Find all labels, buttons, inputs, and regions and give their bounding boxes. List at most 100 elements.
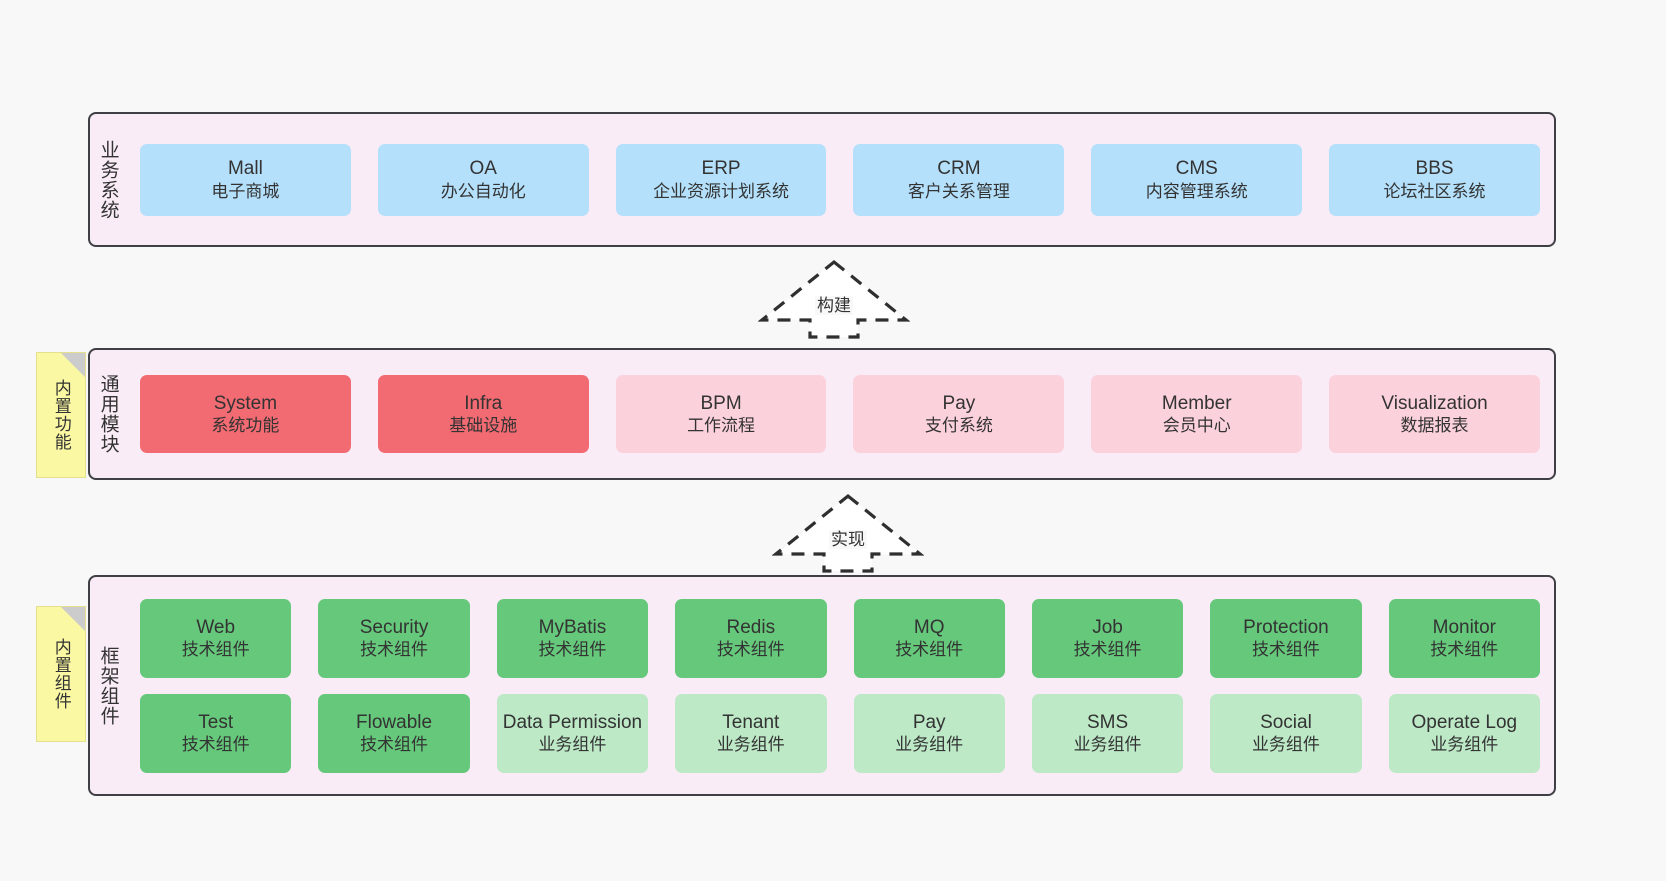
module-card-crm[interactable]: CRM 客户关系管理: [853, 143, 1065, 216]
module-card-member[interactable]: Member 会员中心: [1091, 375, 1303, 453]
module-card-mall[interactable]: Mall 电子商城: [140, 143, 351, 216]
module-card-subtitle: 办公自动化: [440, 181, 526, 201]
layer-title-common-modules: 通用模块: [97, 374, 119, 454]
layer-framework-components: 框架组件 Web 技术组件 Security 技术组件 MyBatis 技术组件…: [88, 575, 1556, 796]
component-card-monitor[interactable]: Monitor 技术组件: [1388, 598, 1540, 678]
module-card-name: System: [213, 392, 278, 414]
module-card-subtitle: 支付系统: [924, 416, 993, 436]
component-card-pay[interactable]: Pay 业务组件: [853, 693, 1005, 773]
module-card-name: Infra: [464, 392, 503, 414]
component-card-subtitle: 技术组件: [181, 735, 250, 755]
component-card-subtitle: 技术组件: [1430, 640, 1499, 660]
module-card-subtitle: 企业资源计划系统: [653, 181, 790, 201]
component-card-operate-log[interactable]: Operate Log 业务组件: [1388, 693, 1540, 773]
component-card-flowable[interactable]: Flowable 技术组件: [318, 693, 470, 773]
layer-row: Mall 电子商城 OA 办公自动化 ERP 企业资源计划系统 CRM 客户关系…: [140, 143, 1540, 216]
component-card-name: Monitor: [1432, 616, 1496, 638]
module-card-subtitle: 内容管理系统: [1145, 181, 1248, 201]
connector-build: 构建: [758, 258, 910, 340]
layer-body-common-modules: System 系统功能 Infra 基础设施 BPM 工作流程 Pay 支付系统…: [126, 350, 1554, 478]
module-card-name: ERP: [701, 158, 741, 179]
component-card-mybatis[interactable]: MyBatis 技术组件: [496, 598, 649, 678]
component-card-name: Security: [359, 616, 429, 638]
module-card-bbs[interactable]: BBS 论坛社区系统: [1329, 143, 1540, 216]
component-card-subtitle: 技术组件: [895, 640, 964, 660]
layer-body-business-systems: Mall 电子商城 OA 办公自动化 ERP 企业资源计划系统 CRM 客户关系…: [126, 114, 1554, 245]
module-card-subtitle: 客户关系管理: [907, 181, 1010, 201]
module-card-pay[interactable]: Pay 支付系统: [853, 375, 1065, 453]
module-card-cms[interactable]: CMS 内容管理系统: [1091, 143, 1303, 216]
component-card-web[interactable]: Web 技术组件: [140, 598, 292, 678]
module-card-name: CMS: [1175, 158, 1218, 179]
module-card-name: BPM: [700, 392, 742, 414]
component-card-sms[interactable]: SMS 业务组件: [1031, 693, 1184, 773]
component-card-security[interactable]: Security 技术组件: [318, 598, 470, 678]
component-card-subtitle: 技术组件: [538, 640, 607, 660]
module-card-infra[interactable]: Infra 基础设施: [377, 375, 589, 453]
module-card-subtitle: 基础设施: [449, 416, 518, 436]
component-card-name: Social: [1260, 711, 1312, 733]
component-card-name: Tenant: [722, 711, 780, 733]
layer-row: Web 技术组件 Security 技术组件 MyBatis 技术组件 Redi…: [140, 598, 1540, 678]
connector-implement: 实现: [772, 492, 924, 574]
layer-row: System 系统功能 Infra 基础设施 BPM 工作流程 Pay 支付系统…: [140, 375, 1540, 453]
component-card-subtitle: 技术组件: [716, 640, 785, 660]
component-card-tenant[interactable]: Tenant 业务组件: [675, 693, 827, 773]
module-card-erp[interactable]: ERP 企业资源计划系统: [615, 143, 827, 216]
sticky-note-label: 内置功能: [51, 379, 71, 451]
layer-business-systems: 业务系统 Mall 电子商城 OA 办公自动化 ERP 企业资源计划系统 CRM…: [88, 112, 1556, 247]
component-card-subtitle: 技术组件: [360, 735, 429, 755]
module-card-subtitle: 数据报表: [1400, 416, 1469, 436]
component-card-redis[interactable]: Redis 技术组件: [675, 598, 827, 678]
component-card-name: Web: [196, 616, 236, 638]
component-card-subtitle: 技术组件: [1073, 640, 1142, 660]
component-card-name: Test: [198, 711, 234, 733]
module-card-name: OA: [469, 158, 497, 179]
component-card-test[interactable]: Test 技术组件: [140, 693, 292, 773]
component-card-name: Data Permission: [502, 711, 643, 733]
component-card-data-permission[interactable]: Data Permission 业务组件: [496, 693, 649, 773]
layer-title-business-systems: 业务系统: [97, 139, 119, 220]
module-card-subtitle: 系统功能: [211, 416, 280, 436]
component-card-name: Operate Log: [1411, 711, 1518, 733]
module-card-subtitle: 电子商城: [211, 181, 280, 201]
module-card-oa[interactable]: OA 办公自动化: [377, 143, 589, 216]
module-card-subtitle: 论坛社区系统: [1383, 181, 1486, 201]
component-card-subtitle: 技术组件: [1251, 640, 1320, 660]
component-card-name: MQ: [913, 616, 945, 638]
component-card-subtitle: 业务组件: [895, 735, 964, 755]
component-card-subtitle: 业务组件: [1430, 735, 1499, 755]
component-card-job[interactable]: Job 技术组件: [1031, 598, 1184, 678]
sticky-note-builtin-features: 内置功能: [36, 352, 86, 478]
module-card-system[interactable]: System 系统功能: [140, 375, 351, 453]
module-card-name: Pay: [942, 392, 976, 414]
module-card-name: Mall: [227, 158, 263, 179]
component-card-name: Protection: [1243, 616, 1329, 638]
component-card-name: Redis: [726, 616, 776, 638]
component-card-subtitle: 业务组件: [1073, 735, 1142, 755]
module-card-name: Visualization: [1381, 392, 1488, 414]
layer-common-modules: 通用模块 System 系统功能 Infra 基础设施 BPM 工作流程 Pay…: [88, 348, 1556, 480]
component-card-mq[interactable]: MQ 技术组件: [853, 598, 1005, 678]
component-card-social[interactable]: Social 业务组件: [1210, 693, 1362, 773]
sticky-note-label: 内置组件: [51, 638, 71, 710]
module-card-visualization[interactable]: Visualization 数据报表: [1329, 375, 1540, 453]
layer-body-framework-components: Web 技术组件 Security 技术组件 MyBatis 技术组件 Redi…: [126, 577, 1554, 794]
component-card-subtitle: 技术组件: [360, 640, 429, 660]
component-card-name: Job: [1092, 616, 1123, 638]
sticky-note-builtin-components: 内置组件: [36, 606, 86, 742]
component-card-name: SMS: [1086, 711, 1129, 733]
component-card-subtitle: 技术组件: [181, 640, 250, 660]
component-card-protection[interactable]: Protection 技术组件: [1210, 598, 1362, 678]
module-card-bpm[interactable]: BPM 工作流程: [615, 375, 827, 453]
layer-title-framework-components: 框架组件: [97, 645, 119, 726]
component-card-subtitle: 业务组件: [538, 735, 607, 755]
connector-label: 实现: [829, 530, 867, 549]
component-card-subtitle: 业务组件: [716, 735, 785, 755]
module-card-name: Member: [1161, 392, 1232, 414]
component-card-name: Flowable: [356, 711, 433, 733]
module-card-name: CRM: [937, 158, 981, 179]
module-card-subtitle: 会员中心: [1162, 416, 1231, 436]
component-card-subtitle: 业务组件: [1251, 735, 1320, 755]
connector-label: 构建: [815, 296, 853, 315]
